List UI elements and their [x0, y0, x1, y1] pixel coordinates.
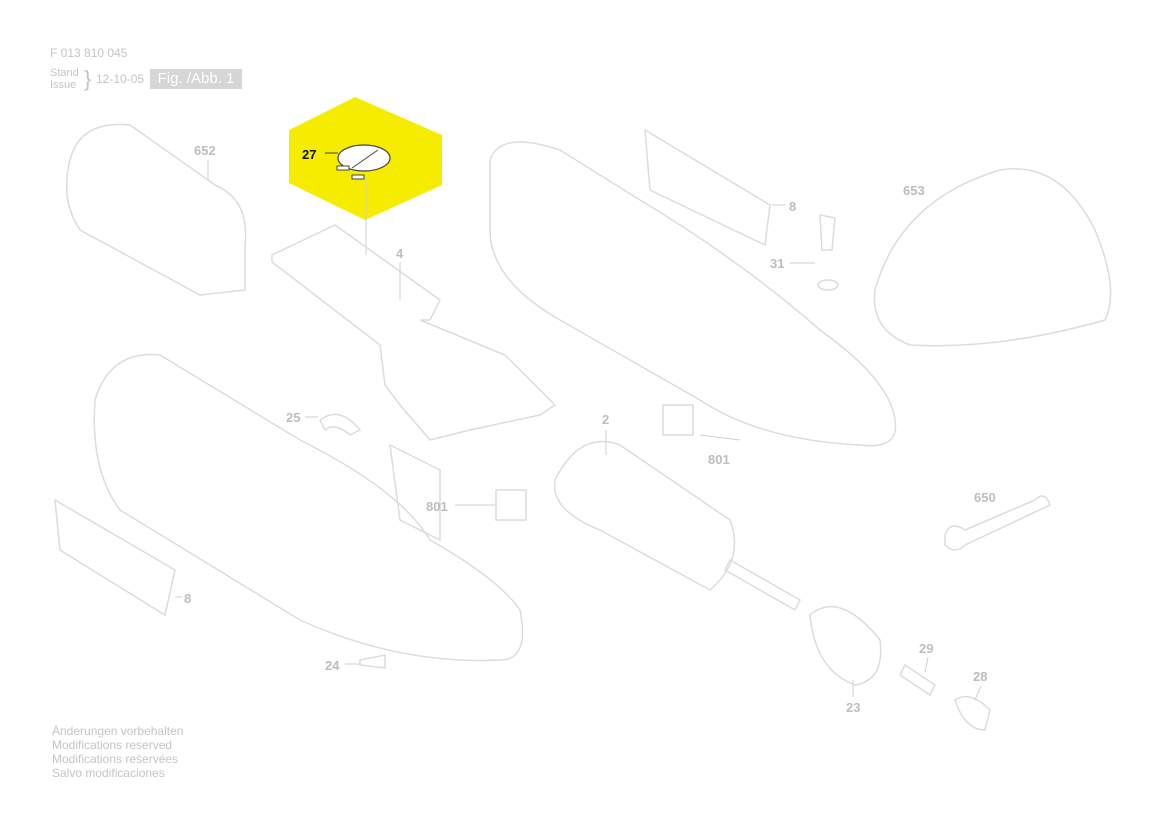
- part-housing-left: [93, 353, 524, 662]
- part-housing-right: [489, 141, 897, 447]
- part-8-label-bottom: [54, 498, 176, 617]
- stand-label: Stand: [50, 67, 79, 79]
- part-label-650: 650: [974, 490, 996, 505]
- part-24-screw: [359, 654, 386, 669]
- part-number: F 013 810 045: [50, 46, 128, 60]
- part-27-switch-cap: [325, 144, 391, 180]
- part-label-653: 653: [903, 183, 925, 198]
- part-23-nut: [809, 606, 882, 686]
- part-4-circuit-board: [271, 224, 557, 441]
- part-801-foil: [389, 443, 441, 542]
- issue-date: 12-10-05: [96, 72, 145, 86]
- part-label-801-right: 801: [708, 452, 730, 467]
- part-650-wrench: [944, 495, 1051, 551]
- part-label-27: 27: [302, 147, 317, 162]
- part-label-4: 4: [396, 246, 404, 261]
- part-25-clip: [319, 413, 362, 436]
- part-31-screw: [817, 214, 839, 291]
- part-801-pad-left: [495, 489, 527, 521]
- part-653-charger: [873, 168, 1112, 347]
- part-label-8-bottom: 8: [184, 591, 192, 606]
- issue-label: Issue: [50, 79, 77, 91]
- part-label-23: 23: [846, 700, 861, 715]
- part-2-motor: [553, 440, 736, 591]
- part-label-2: 2: [602, 412, 610, 427]
- motor-shaft: [724, 558, 801, 612]
- figure-label: Fig. /Abb. 1: [150, 69, 242, 89]
- part-label-31: 31: [770, 256, 785, 271]
- footer-notice-en: Modifications reserved: [52, 738, 173, 752]
- part-801-pad-right: [662, 404, 694, 436]
- part-29-collet: [899, 663, 936, 697]
- footer-notice-es: Salvo modificaciones: [52, 766, 165, 780]
- part-28-collet-nut: [954, 695, 991, 731]
- part-label-29: 29: [919, 641, 934, 656]
- footer-notice-fr: Modifications reśervées: [52, 752, 179, 766]
- footer-notice-de: Änderungen vorbehalten: [52, 724, 184, 738]
- part-8-label-top: [644, 128, 771, 247]
- part-label-801-left: 801: [426, 499, 448, 514]
- part-652-battery: [65, 123, 247, 296]
- part-label-28: 28: [973, 669, 988, 684]
- part-label-24: 24: [325, 658, 340, 673]
- part-label-652: 652: [194, 143, 216, 158]
- brace: }: [84, 66, 92, 91]
- part-label-25: 25: [286, 410, 301, 425]
- part-label-8-top: 8: [789, 199, 797, 214]
